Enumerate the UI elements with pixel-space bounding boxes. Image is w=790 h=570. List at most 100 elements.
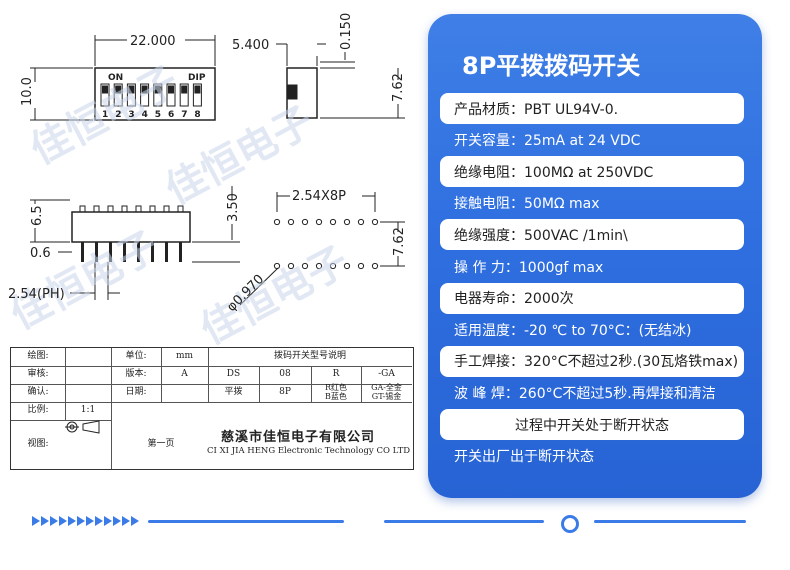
spec-row: 绝缘强度：500VAC /1min\ bbox=[440, 219, 744, 251]
chevron-right-icon bbox=[32, 516, 40, 526]
footer-bar-mid bbox=[384, 520, 544, 523]
switch-knob bbox=[102, 85, 108, 94]
panel-title: 8P平拨拨码开关 bbox=[462, 52, 641, 80]
spec-row: 接触电阻：50MΩ max bbox=[454, 196, 600, 213]
switch-slider bbox=[179, 83, 189, 107]
chevron-right-icon bbox=[131, 516, 139, 526]
spec-row: 产品材质：PBT UL94V-0. bbox=[440, 93, 744, 124]
footer-arrows-icon bbox=[32, 516, 139, 528]
tbl-page: 第一页 bbox=[147, 438, 175, 449]
tbl-version-label: 版本: bbox=[125, 369, 147, 380]
dim-profile-height: 6.5 bbox=[30, 205, 45, 226]
tbl-color-code: R红色 B蓝色 bbox=[324, 383, 348, 401]
switch-slider bbox=[153, 83, 163, 107]
switch-knob bbox=[194, 85, 201, 94]
dim-row-spacing: 2.54X8P bbox=[292, 189, 346, 204]
tbl-version-value: A bbox=[181, 369, 188, 380]
dim-lead-length: 3.50 bbox=[226, 193, 241, 222]
switch-knob bbox=[128, 85, 135, 94]
pcb-hole bbox=[287, 218, 295, 226]
tbl-confirm-label: 确认: bbox=[27, 387, 49, 398]
pcb-hole bbox=[301, 218, 309, 226]
switch-knob bbox=[154, 85, 161, 94]
company-name-cn: 慈溪市佳恒电子有限公司 bbox=[221, 430, 376, 445]
drawing-svg: 佳恒电子 佳恒电子 佳恒电子 佳恒电子 22.000 10.0 5.400 0.… bbox=[3, 13, 407, 345]
pcb-hole bbox=[315, 218, 323, 226]
pcb-hole bbox=[371, 262, 379, 270]
switch-knob bbox=[168, 85, 174, 94]
lead-top bbox=[149, 205, 156, 213]
lead-top bbox=[79, 205, 86, 213]
switch-number: 8 bbox=[194, 110, 200, 120]
pcb-hole bbox=[273, 218, 281, 226]
tbl-review-label: 审核: bbox=[27, 369, 49, 380]
lead-top bbox=[107, 205, 114, 213]
dim-row-height: 7.62 bbox=[392, 227, 407, 256]
spec-panel: 8P平拨拨码开关 产品材质：PBT UL94V-0.开关容量：25mA at 2… bbox=[428, 14, 762, 498]
pcb-hole bbox=[343, 218, 351, 226]
switch-knob bbox=[115, 85, 122, 94]
tbl-unit-label: 单位: bbox=[125, 351, 147, 362]
dim-pitch: 2.54(PH) bbox=[8, 287, 65, 302]
dim-height-left: 10.0 bbox=[20, 77, 35, 106]
lead-top bbox=[121, 205, 128, 213]
lead-top bbox=[135, 205, 142, 213]
tbl-unit-value: mm bbox=[175, 351, 194, 362]
dim-lead-width: 0.6 bbox=[30, 246, 51, 261]
dim-side-height: 7.62 bbox=[391, 73, 406, 102]
label-dip: DIP bbox=[188, 73, 206, 83]
switch-knob bbox=[141, 85, 148, 94]
pcb-hole bbox=[357, 218, 365, 226]
tbl-model-desc: 拨码开关型号说明 bbox=[273, 351, 346, 362]
tbl-date-label: 日期: bbox=[125, 387, 147, 398]
chevron-right-icon bbox=[86, 516, 94, 526]
dim-side-width: 5.400 bbox=[232, 38, 269, 53]
chevron-right-icon bbox=[59, 516, 67, 526]
spec-row: 操 作 力：1000gf max bbox=[454, 259, 604, 276]
switch-slider bbox=[100, 83, 110, 107]
switch-number: 6 bbox=[168, 110, 174, 120]
switch-number: 7 bbox=[181, 110, 187, 120]
pcb-hole bbox=[329, 218, 337, 226]
pcb-hole bbox=[357, 262, 365, 270]
tbl-type-8p: 8P bbox=[279, 387, 291, 398]
tbl-scale-label: 比例: bbox=[27, 405, 49, 416]
spec-row: 波 峰 焊：260°C不超过5秒.再焊接和清洁 bbox=[454, 385, 716, 402]
watermark-3: 佳恒电子 bbox=[3, 223, 166, 339]
title-block-table: 绘图: 单位: mm 拨码开关型号说明 审核: 版本: A DS 08 R -G… bbox=[10, 347, 414, 470]
switch-number: 5 bbox=[155, 110, 161, 120]
switch-slider bbox=[113, 83, 123, 107]
pcb-hole bbox=[315, 262, 323, 270]
chevron-right-icon bbox=[122, 516, 130, 526]
tbl-code-ds: DS bbox=[226, 369, 241, 380]
switch-slider bbox=[126, 83, 136, 107]
pcb-hole bbox=[301, 262, 309, 270]
footer-bar-right bbox=[594, 520, 746, 523]
pcb-hole bbox=[329, 262, 337, 270]
projection-symbol-icon bbox=[65, 420, 111, 469]
chevron-right-icon bbox=[95, 516, 103, 526]
tbl-drawn-label: 绘图: bbox=[27, 351, 49, 362]
technical-drawing: 佳恒电子 佳恒电子 佳恒电子 佳恒电子 22.000 10.0 5.400 0.… bbox=[0, 0, 430, 500]
switch-slider bbox=[140, 83, 150, 107]
chevron-right-icon bbox=[77, 516, 85, 526]
footer-circle-icon bbox=[561, 515, 579, 533]
pcb-hole bbox=[287, 262, 295, 270]
tbl-type-flat: 平拨 bbox=[224, 387, 243, 398]
lead-top bbox=[93, 205, 100, 213]
tbl-scale-value: 1:1 bbox=[80, 405, 96, 416]
spec-row: 过程中开关处于断开状态 bbox=[440, 409, 744, 440]
chevron-right-icon bbox=[104, 516, 112, 526]
switch-knob bbox=[181, 85, 188, 94]
tbl-plating-code: GA-全金 GT-锡金 bbox=[371, 383, 402, 401]
label-on: ON bbox=[108, 73, 123, 83]
lead-top bbox=[163, 205, 170, 213]
chevron-right-icon bbox=[50, 516, 58, 526]
switch-number: 2 bbox=[115, 110, 121, 120]
spec-row: 电器寿命：2000次 bbox=[440, 282, 744, 314]
company-name-en: CI XI JIA HENG Electronic Technology CO … bbox=[207, 446, 411, 456]
pcb-hole bbox=[343, 262, 351, 270]
footer-bar-left bbox=[148, 520, 344, 523]
pcb-hole bbox=[273, 262, 281, 270]
tbl-view-label: 视图: bbox=[27, 438, 49, 449]
